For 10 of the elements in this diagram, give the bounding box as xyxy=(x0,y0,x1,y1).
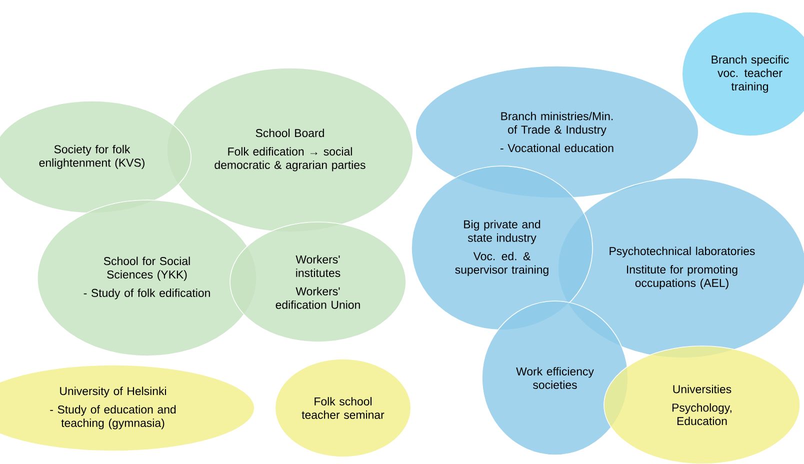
bubble: Big private and state industry Voc. ed. & supervisor training xyxy=(411,166,593,330)
bubble: Universities Psychology, Education xyxy=(604,346,800,464)
bubble: Society for folk enlightenment (KVS) xyxy=(0,100,192,214)
bubble: Branch specific voc. teacher training xyxy=(682,12,804,136)
bubble: Work efficiency societies xyxy=(482,300,628,456)
bubble: University of Helsinki - Study of education and teaching (gymnasia) xyxy=(0,364,255,452)
bubble: School for Social Sciences (YKK) - Study of folk edification xyxy=(37,200,257,356)
bubble: Folk school teacher seminar xyxy=(274,358,412,458)
bubble: Workers' institutes Workers' edification Union xyxy=(230,222,406,342)
bubble: School Board Folk edification → social democratic & agrarian parties xyxy=(166,68,414,232)
